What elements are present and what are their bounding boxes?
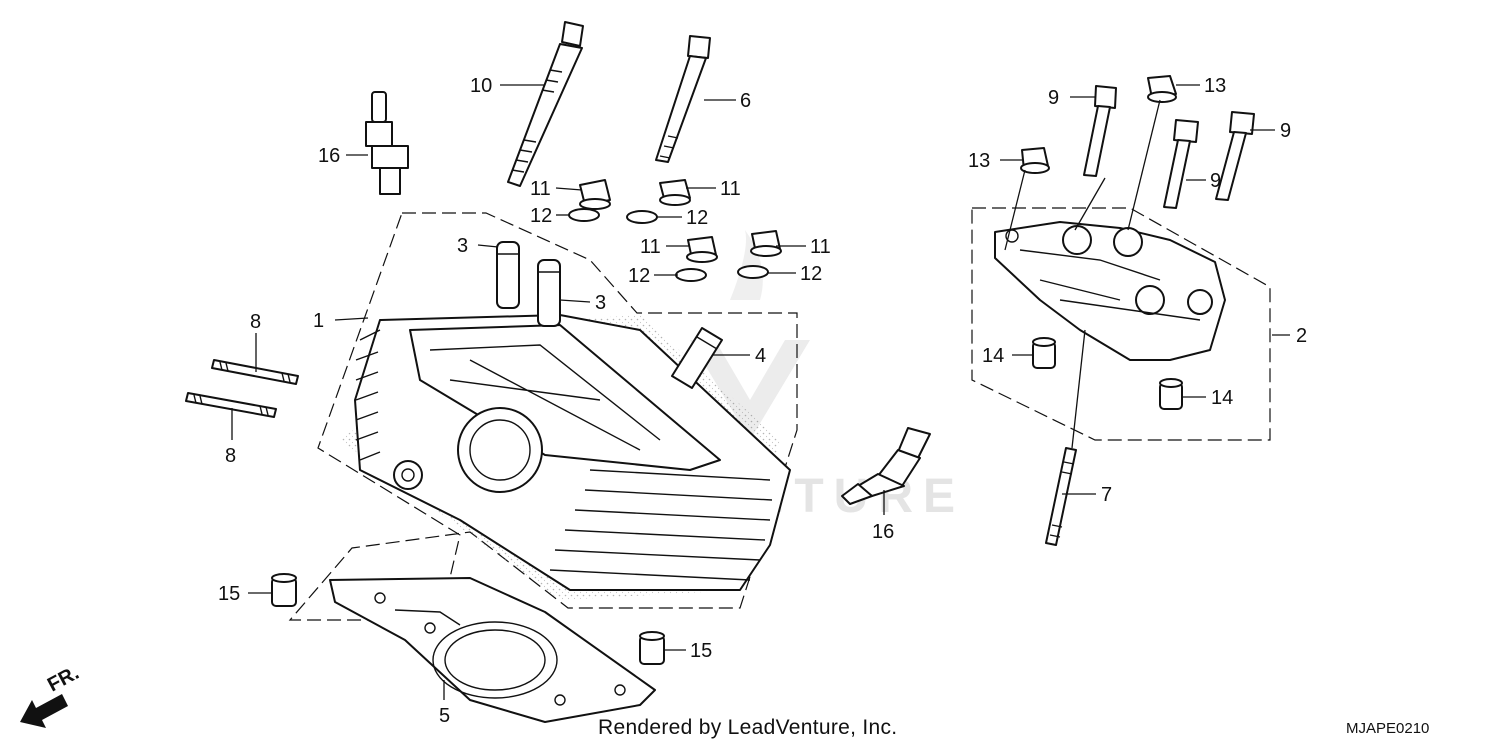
render-credit: Rendered by LeadVenture, Inc. <box>598 716 898 739</box>
callout-11c: 11 <box>640 236 661 258</box>
washer-4 <box>737 265 769 279</box>
callout-11d: 11 <box>810 236 831 258</box>
callout-3b: 3 <box>595 292 606 314</box>
cap-nut-1 <box>1147 75 1177 103</box>
callout-5: 5 <box>439 705 450 727</box>
callout-16a: 16 <box>318 145 340 167</box>
callout-8b: 8 <box>225 445 236 467</box>
flange-nut-1 <box>579 179 611 210</box>
diagram-code: MJAPE0210 <box>1346 720 1430 737</box>
holder-stud <box>1045 447 1077 546</box>
holder-bolt-2 <box>1163 119 1199 209</box>
washer-2 <box>626 210 658 224</box>
callout-13a: 13 <box>1204 75 1226 97</box>
callout-9b: 9 <box>1210 170 1221 192</box>
dowel-pin-left <box>271 573 297 607</box>
direction-label: FR. <box>44 662 83 697</box>
spark-plug-right <box>841 427 931 505</box>
holder-bolt-3 <box>1215 111 1255 201</box>
flange-nut-3 <box>686 236 718 263</box>
callout-11b: 11 <box>720 178 741 200</box>
front-direction-arrow: FR. <box>20 662 83 728</box>
callout-14b: 14 <box>1211 387 1233 409</box>
stud-upper <box>211 359 299 385</box>
callout-16b: 16 <box>872 521 894 543</box>
cylinder-head <box>354 314 791 591</box>
valve-guide-left <box>496 241 520 309</box>
callout-10: 10 <box>470 75 492 97</box>
head-bolt-long <box>507 21 584 187</box>
callout-14a: 14 <box>982 345 1004 367</box>
callout-6: 6 <box>740 90 751 112</box>
callout-7: 7 <box>1101 484 1112 506</box>
callout-4: 4 <box>755 345 766 367</box>
callout-9c: 9 <box>1280 120 1291 142</box>
dowel-pin-right <box>639 631 665 665</box>
stud-lower <box>185 392 277 418</box>
holder-dowel-1 <box>1032 337 1056 369</box>
callout-15b: 15 <box>690 640 712 662</box>
head-group-outline <box>288 212 798 621</box>
rocker-group-outline <box>971 207 1271 441</box>
callout-12b: 12 <box>686 207 708 229</box>
callout-1: 1 <box>313 310 324 332</box>
valve-guide-right <box>537 259 561 327</box>
spark-plug-left <box>365 91 409 195</box>
washer-1 <box>568 208 600 222</box>
callout-8a: 8 <box>250 311 261 333</box>
callout-12a: 12 <box>530 205 552 227</box>
holder-bolt-1 <box>1083 85 1117 177</box>
callout-2: 2 <box>1296 325 1307 347</box>
valve-guide-exhaust <box>671 327 723 389</box>
callout-12d: 12 <box>800 263 822 285</box>
callout-12c: 12 <box>628 265 650 287</box>
flange-nut-2 <box>659 179 691 206</box>
callouts: 1 2 3 3 4 5 6 7 8 8 9 9 9 10 11 11 11 11… <box>218 75 1307 727</box>
washer-3 <box>675 268 707 282</box>
callout-3a: 3 <box>457 235 468 257</box>
callout-13b: 13 <box>968 150 990 172</box>
callout-11a: 11 <box>530 178 551 200</box>
leader-lines <box>231 84 1290 700</box>
holder-dowel-2 <box>1159 378 1183 410</box>
rocker-arm-holder <box>994 221 1226 361</box>
callout-15a: 15 <box>218 583 240 605</box>
cap-nut-2 <box>1020 147 1050 174</box>
head-bolt <box>655 35 711 163</box>
head-gasket <box>329 577 656 723</box>
flange-nut-4 <box>750 230 782 257</box>
callout-9a: 9 <box>1048 87 1059 109</box>
